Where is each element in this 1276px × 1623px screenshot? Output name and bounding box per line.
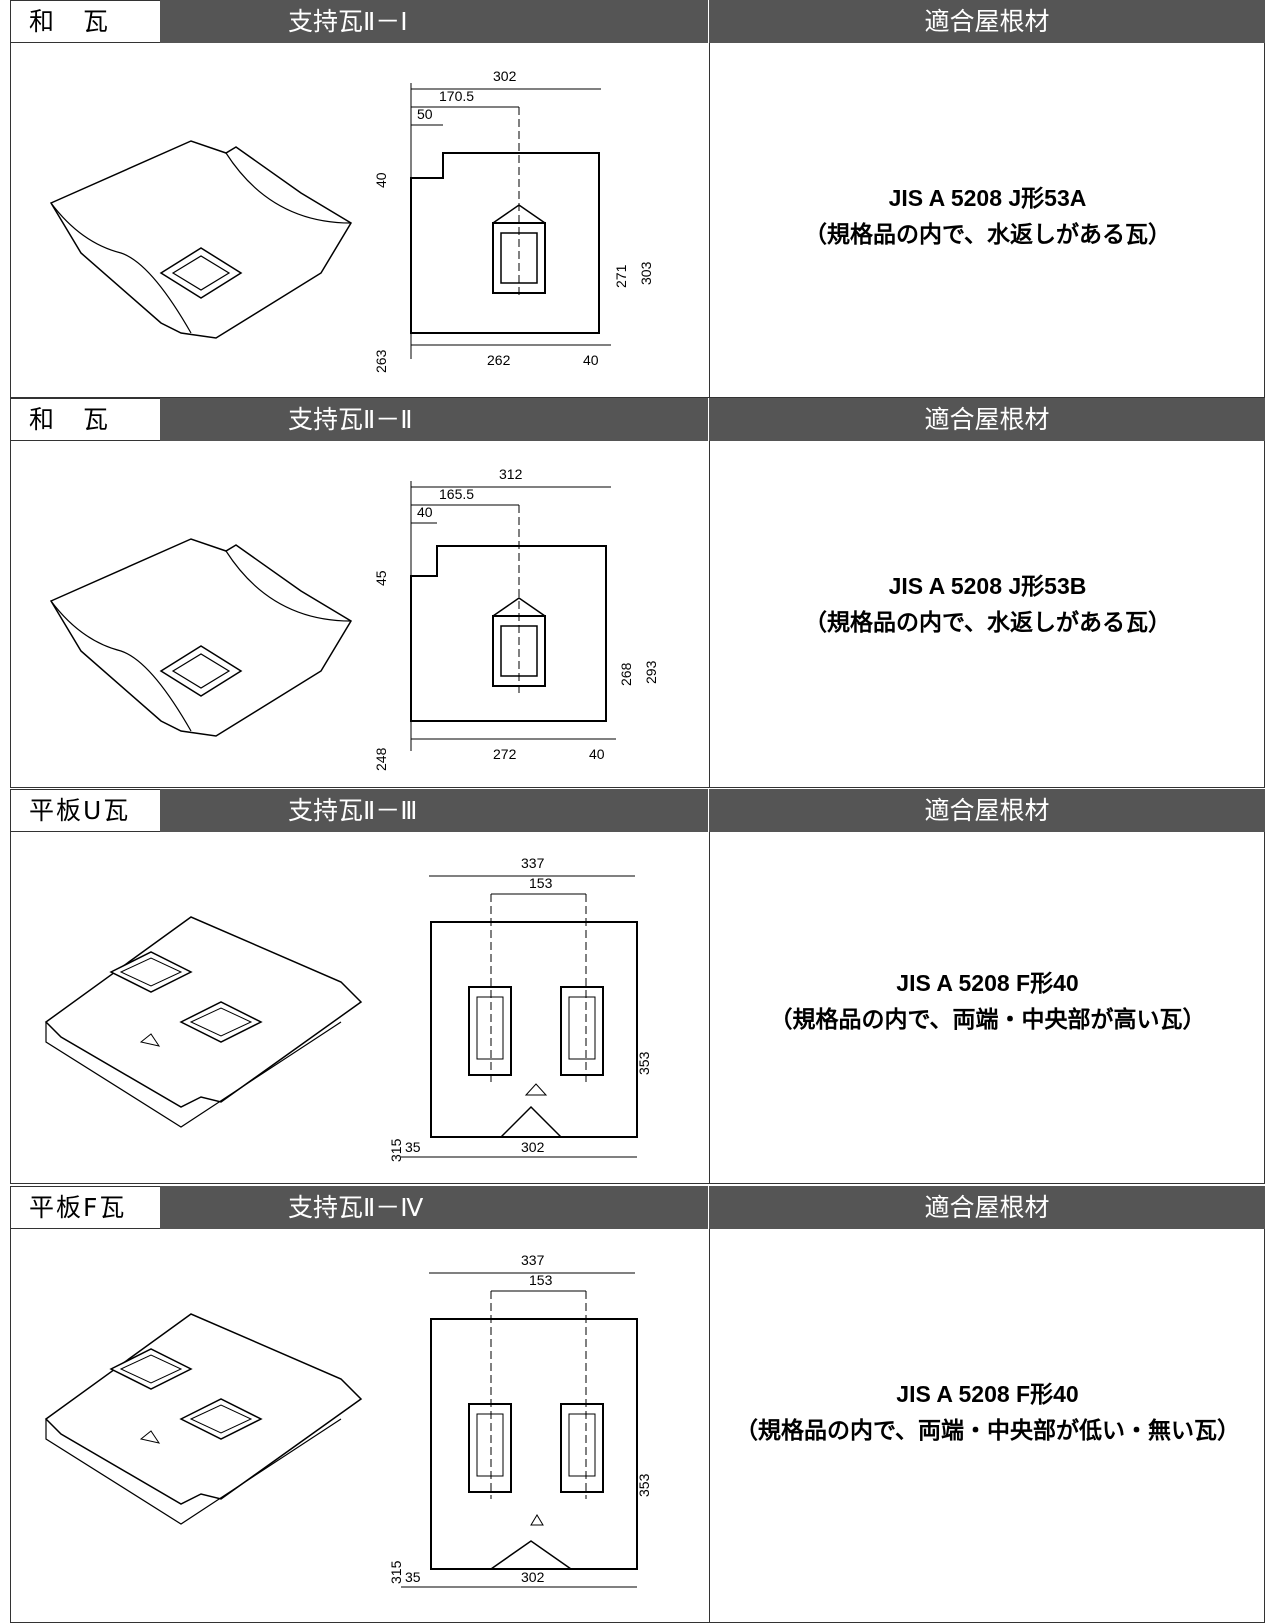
dim-total-height: 293 <box>643 660 659 684</box>
material-header: 適合屋根材 <box>708 398 1265 441</box>
dim-total-width: 302 <box>493 68 517 84</box>
product-name: 支持瓦Ⅱ－Ⅰ <box>160 0 708 43</box>
tile-plan-drawing: 337 153 315 353 38 35 302 <box>388 1252 652 1588</box>
section-header: 和 瓦 支持瓦Ⅱ－Ⅱ 適合屋根材 <box>10 398 1265 441</box>
dim-bottom-right: 40 <box>589 746 605 762</box>
dim-center: 153 <box>529 1272 553 1288</box>
product-name: 支持瓦Ⅱ－Ⅱ <box>160 398 708 441</box>
column-divider <box>709 43 710 397</box>
dim-total-height: 353 <box>636 1473 652 1497</box>
section-header: 平板F瓦 支持瓦Ⅱ－Ⅳ 適合屋根材 <box>10 1186 1265 1229</box>
dim-top: 40 <box>373 172 389 188</box>
dim-bottom-right: 40 <box>583 352 599 368</box>
tile-category: 平板F瓦 <box>10 1186 161 1229</box>
tile-category: 和 瓦 <box>10 0 161 43</box>
standard-description: （規格品の内で、水返しがある瓦） <box>803 221 1172 247</box>
material-header: 適合屋根材 <box>708 789 1265 832</box>
dim-left-height: 315 <box>388 1560 404 1584</box>
product-name: 支持瓦Ⅱ－Ⅲ <box>160 789 708 832</box>
dim-total-width: 312 <box>499 466 523 482</box>
dim-bottom-left: 35 <box>405 1139 421 1155</box>
material-header: 適合屋根材 <box>708 0 1265 43</box>
dim-left-height: 248 <box>373 747 389 771</box>
dim-center: 170.5 <box>439 88 474 104</box>
column-divider <box>709 1229 710 1622</box>
dim-total-width: 337 <box>521 1252 545 1268</box>
dim-total-height: 353 <box>636 1051 652 1075</box>
tile-isometric-drawing <box>49 538 353 737</box>
dim-total-height: 303 <box>638 261 654 285</box>
section-header: 平板U瓦 支持瓦Ⅱ－Ⅲ 適合屋根材 <box>10 789 1265 832</box>
dim-inner-height: 268 <box>618 662 634 686</box>
standard-description: （規格品の内で、水返しがある瓦） <box>803 609 1172 635</box>
tile-isometric-drawing <box>49 140 353 339</box>
standard-code: JIS A 5208 J形53A <box>888 185 1087 211</box>
section-body: 337 153 315 353 38 35 302 JIS A 5208 F形4 <box>10 1229 1265 1623</box>
tile-isometric-drawing <box>44 1313 363 1525</box>
dim-notch: 40 <box>417 504 433 520</box>
tile-category: 平板U瓦 <box>10 789 161 832</box>
dim-center: 153 <box>529 875 553 891</box>
dim-total-width: 337 <box>521 855 545 871</box>
dim-bottom-width: 272 <box>493 746 517 762</box>
dim-left-height: 315 <box>388 1138 404 1162</box>
dim-bottom-width: 262 <box>487 352 511 368</box>
column-divider <box>709 441 710 787</box>
dim-center: 165.5 <box>439 486 474 502</box>
section-body: 312 165.5 40 45 248 268 293 272 40 25 <box>10 441 1265 815</box>
standard-code: JIS A 5208 F形40 <box>896 1381 1079 1407</box>
dim-bottom-width: 302 <box>521 1139 545 1155</box>
dim-bottom-width: 302 <box>521 1569 545 1585</box>
column-divider <box>709 832 710 1183</box>
dim-inner-height: 271 <box>613 264 629 288</box>
tile-plan-drawing: 312 165.5 40 45 248 268 293 272 40 25 <box>373 466 659 815</box>
dim-left-height: 263 <box>373 349 389 373</box>
standard-code: JIS A 5208 J形53B <box>888 573 1087 599</box>
tile-plan-drawing: 302 170.5 50 40 263 271 303 262 40 32 <box>373 68 654 425</box>
standard-code: JIS A 5208 F形40 <box>896 970 1079 996</box>
section-body: 302 170.5 50 40 263 271 303 262 40 32 <box>10 43 1265 425</box>
product-name: 支持瓦Ⅱ－Ⅳ <box>160 1186 708 1229</box>
dim-bottom-left: 35 <box>405 1569 421 1585</box>
tile-isometric-drawing <box>44 916 363 1128</box>
material-header: 適合屋根材 <box>708 1186 1265 1229</box>
standard-description: （規格品の内で、両端・中央部が低い・無い瓦） <box>734 1417 1241 1443</box>
spec-sheet: 和 瓦 支持瓦Ⅱ－Ⅰ 適合屋根材 302 170.5 50 <box>10 0 1265 1623</box>
section-body: 337 153 315 353 38 35 302 JIS A 5208 F形4 <box>10 832 1265 1228</box>
dim-notch: 50 <box>417 106 433 122</box>
tile-plan-drawing: 337 153 315 353 38 35 302 <box>388 855 652 1228</box>
dim-top: 45 <box>373 570 389 586</box>
section-header: 和 瓦 支持瓦Ⅱ－Ⅰ 適合屋根材 <box>10 0 1265 43</box>
tile-category: 和 瓦 <box>10 398 161 441</box>
standard-description: （規格品の内で、両端・中央部が高い瓦） <box>769 1006 1206 1032</box>
